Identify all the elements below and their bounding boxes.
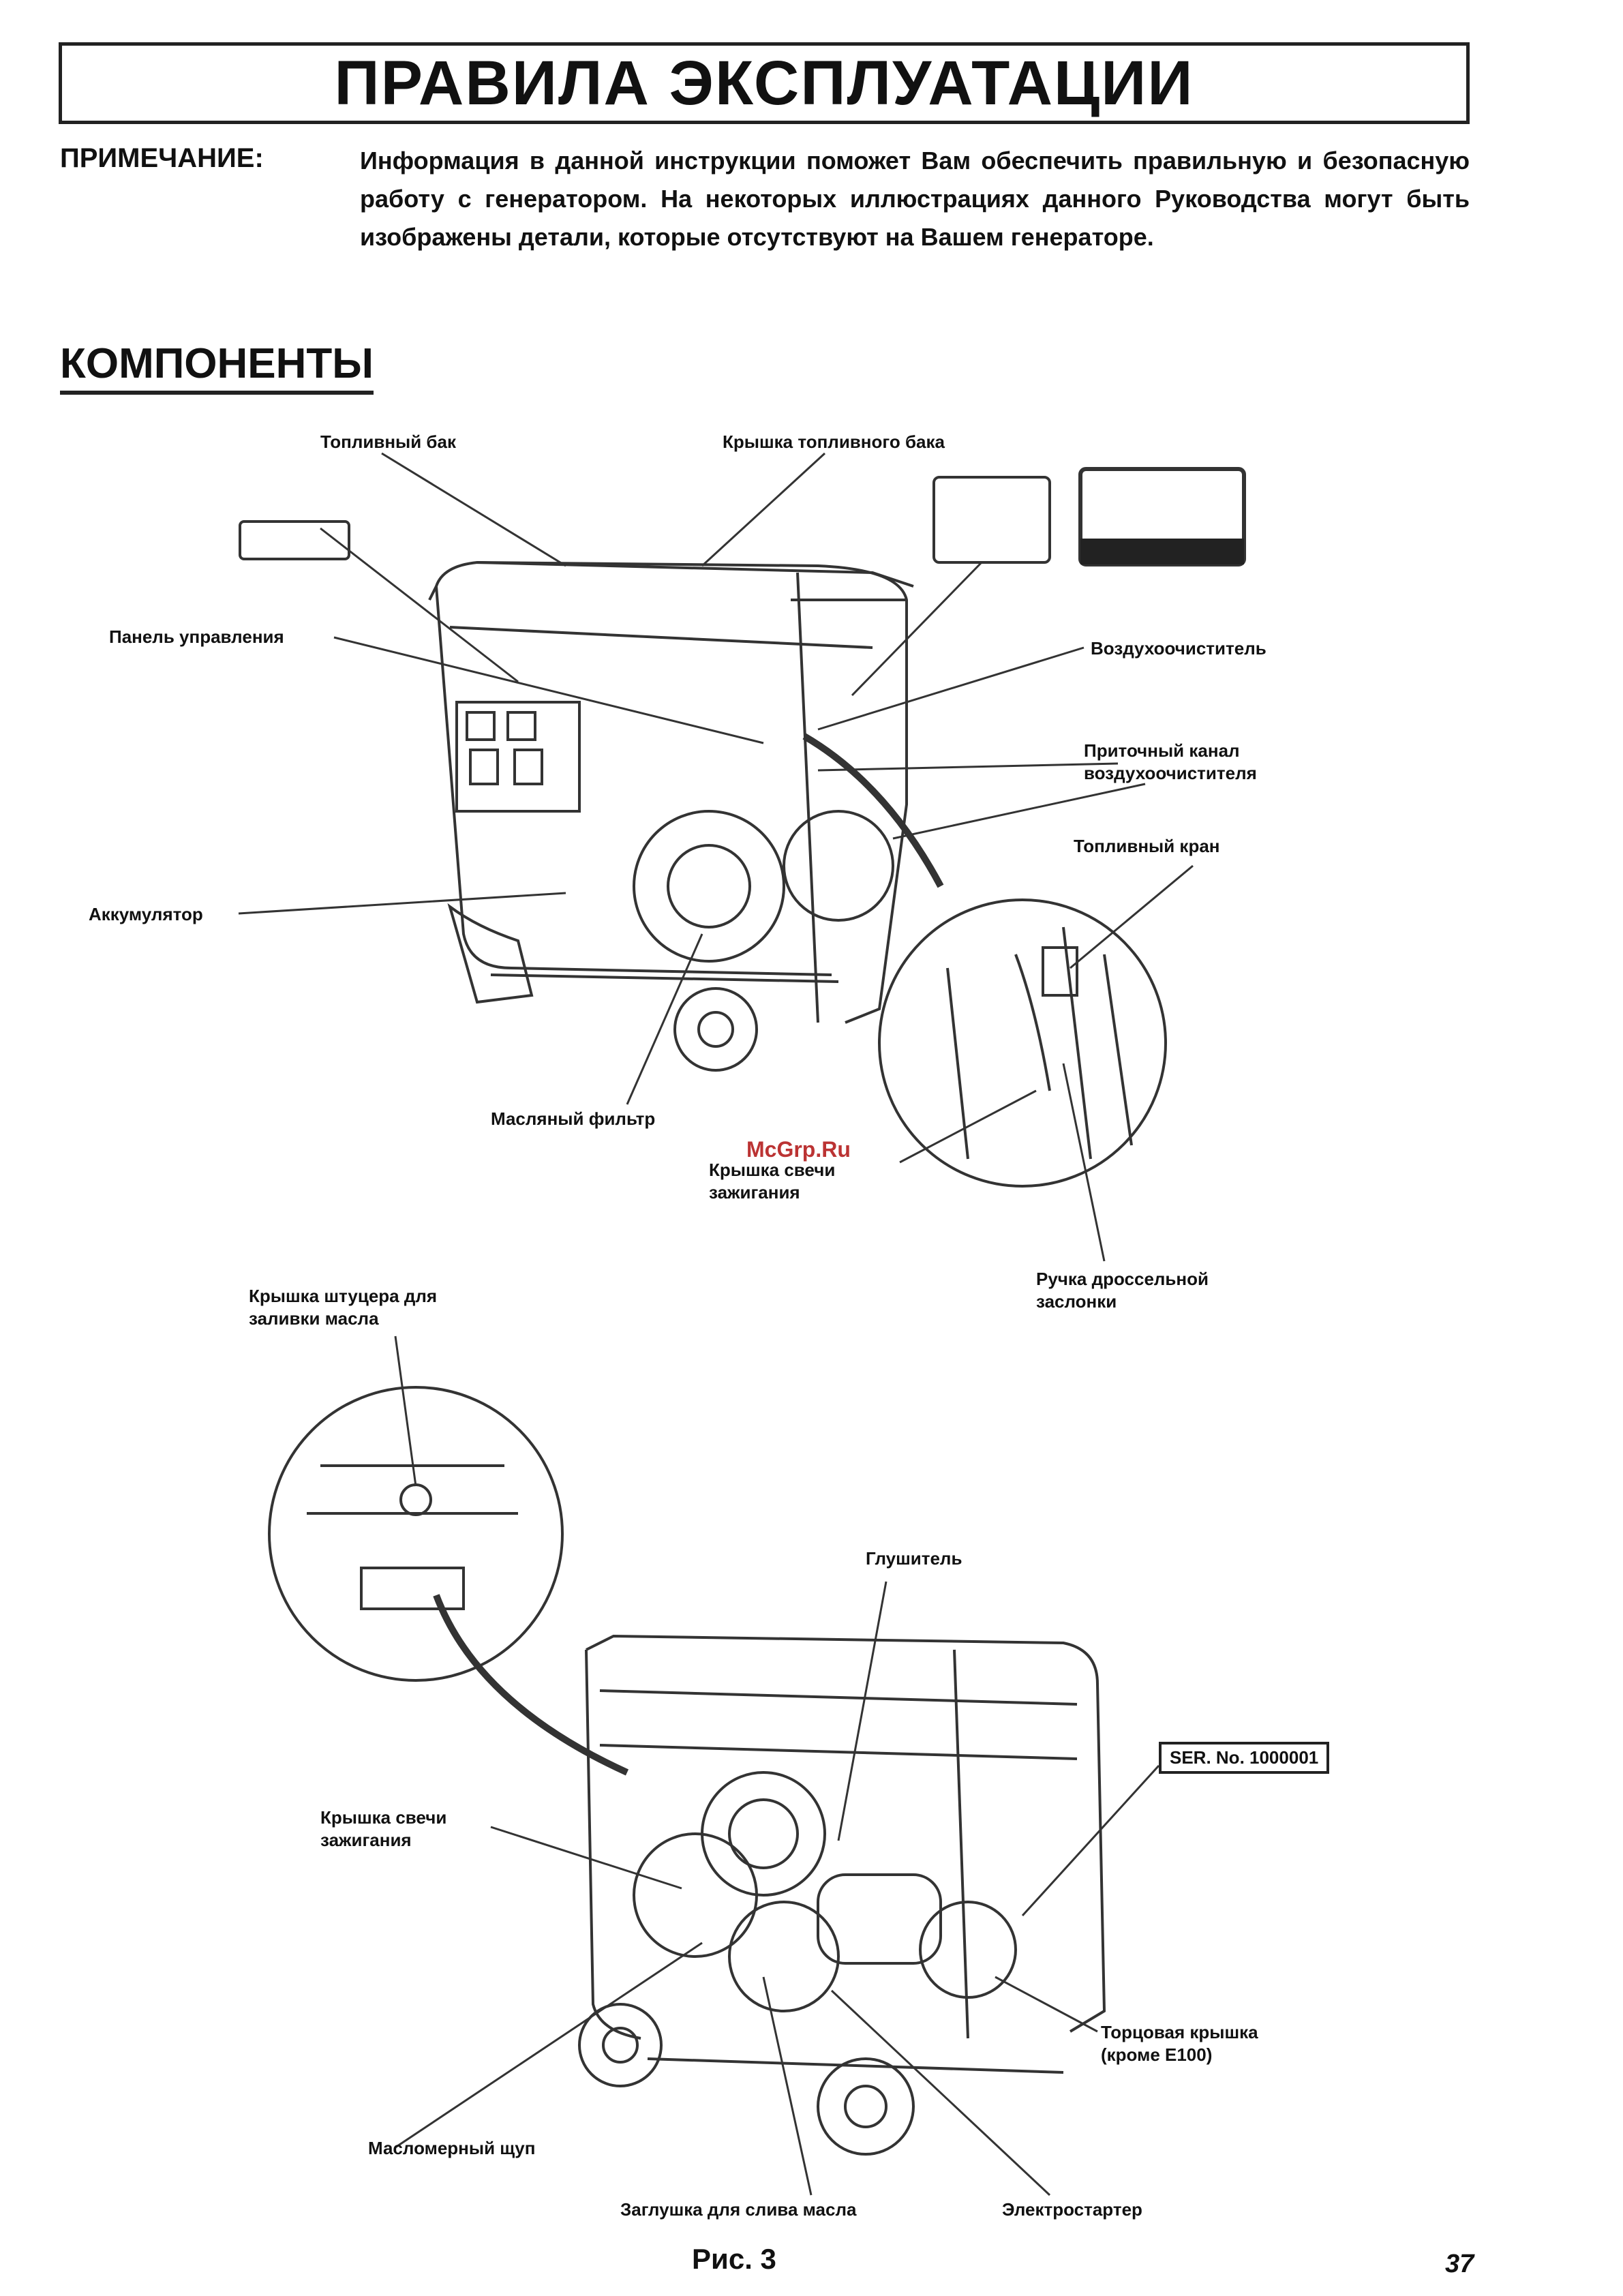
title-box: ПРАВИЛА ЭКСПЛУАТАЦИИ (59, 42, 1470, 124)
label-serial-number: SER. No. 1000001 (1159, 1742, 1330, 1774)
label-spark-cap-bottom-1: Крышка свечи (320, 1807, 447, 1828)
label-spark-cap-2: зажигания (709, 1182, 800, 1203)
label-muffler: Глушитель (866, 1548, 962, 1569)
note-label: ПРИМЕЧАНИЕ: (60, 143, 264, 173)
label-air-intake-2: воздухоочистителя (1084, 763, 1257, 783)
label-drain-plug: Заглушка для слива масла (620, 2199, 857, 2220)
page-number: 37 (1445, 2250, 1474, 2278)
label-oil-fill-1: Крышка штуцера для (249, 1286, 438, 1306)
note-text: Информация в данной инструкции поможет В… (360, 147, 1470, 251)
label-spark-cap-bottom-2: зажигания (320, 1830, 412, 1850)
label-air-cleaner: Воздухоочиститель (1091, 638, 1266, 659)
section-title: КОМПОНЕНТЫ (60, 339, 374, 395)
label-air-intake-1: Приточный канал (1084, 740, 1240, 761)
oil-decal (239, 520, 350, 560)
page-title: ПРАВИЛА ЭКСПЛУАТАЦИИ (334, 48, 1194, 118)
label-spark-cap-1: Крышка свечи (709, 1160, 836, 1180)
top-generator-drawing (428, 560, 1167, 1188)
label-fuel-valve: Топливный кран (1074, 836, 1220, 856)
bottom-generator-drawing (268, 1386, 1106, 2156)
warning-decal (932, 476, 1051, 564)
label-end-cover-2: (кроме Е100) (1101, 2044, 1213, 2065)
label-starter: Электростартер (1002, 2199, 1142, 2220)
label-fuel-tank: Топливный бак (320, 432, 456, 452)
label-choke-1: Ручка дроссельной (1036, 1269, 1209, 1289)
label-oil-fill-2: заливки масла (249, 1308, 379, 1329)
label-control-panel: Панель управления (109, 626, 284, 647)
label-battery: Аккумулятор (89, 904, 203, 924)
label-dipstick: Масломерный щуп (368, 2138, 536, 2158)
figure-caption: Рис. 3 (692, 2243, 776, 2275)
watermark: McGrp.Ru (746, 1137, 851, 1162)
label-fuel-cap: Крышка топливного бака (723, 432, 945, 452)
label-choke-2: заслонки (1036, 1291, 1117, 1312)
label-end-cover-1: Торцовая крышка (1101, 2022, 1258, 2042)
label-oil-filter: Масляный фильтр (491, 1108, 656, 1129)
